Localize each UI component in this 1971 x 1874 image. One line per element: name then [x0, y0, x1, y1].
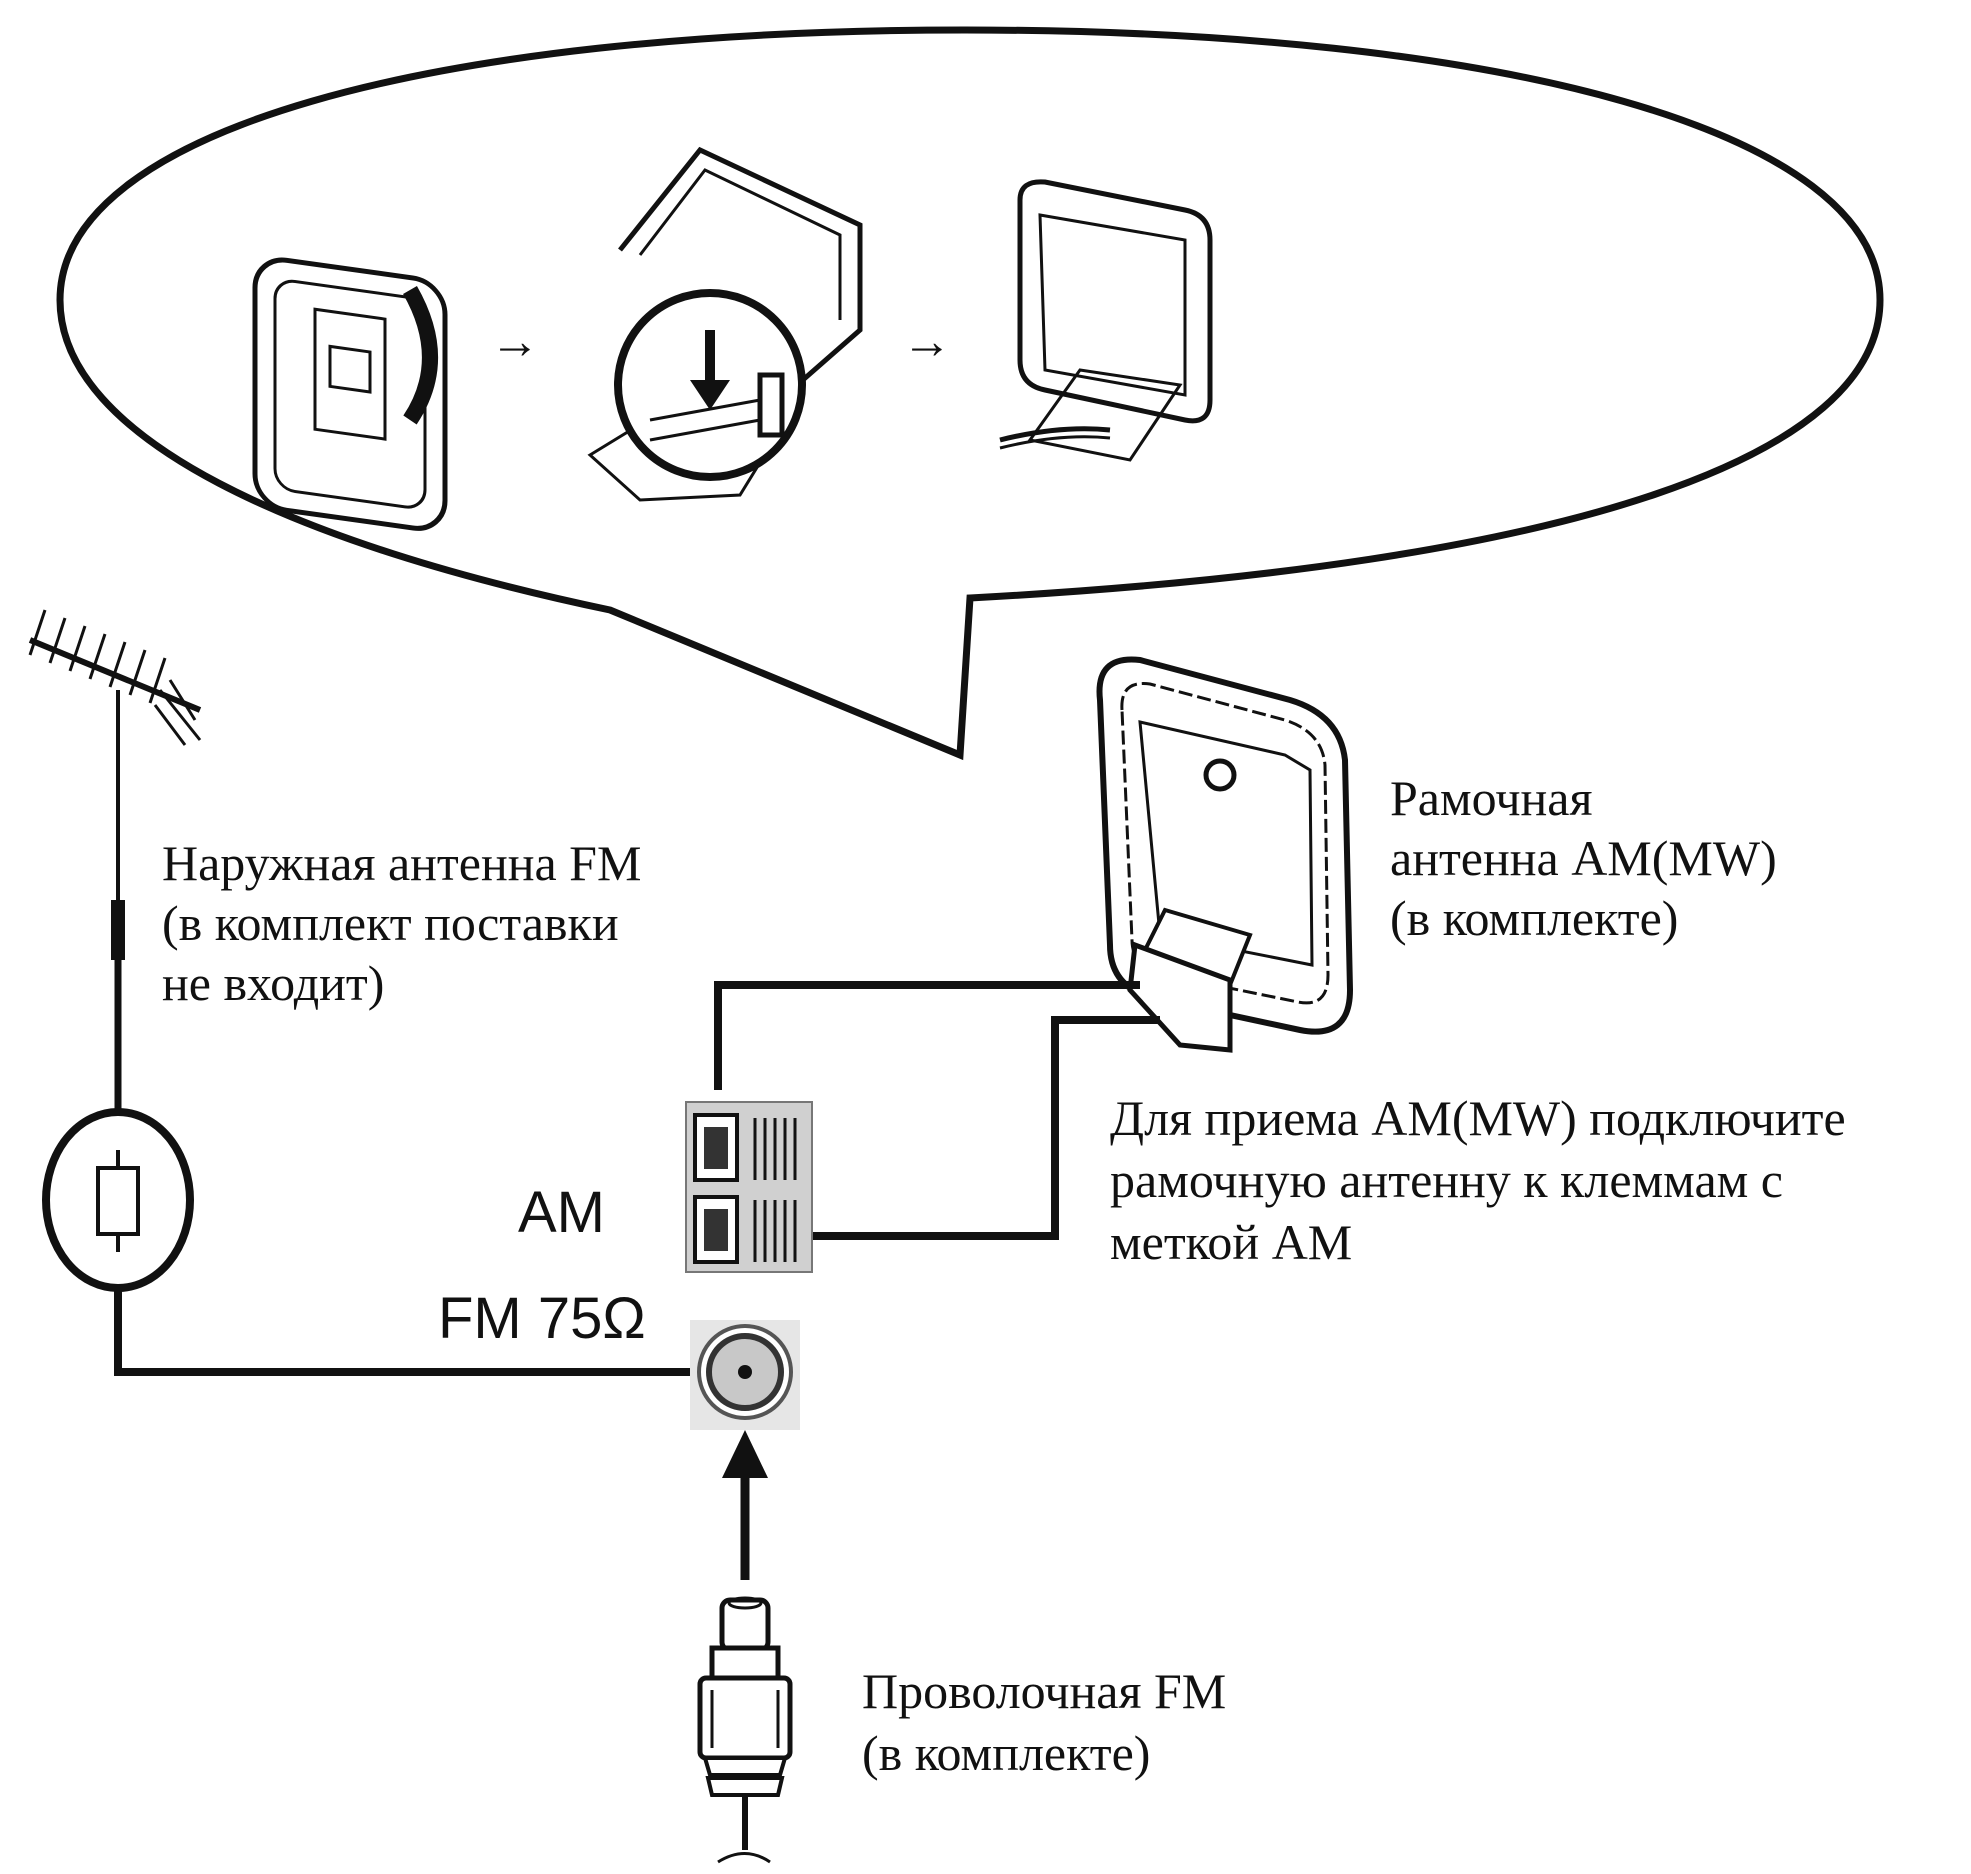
am-terminal-block	[685, 1101, 813, 1273]
am-instruction-line3: меткой AM	[1110, 1214, 1352, 1270]
outdoor-fm-label-line2: (в комплект поставки	[162, 895, 619, 951]
loop-am-label-line3: (в комплекте)	[1390, 890, 1678, 946]
outdoor-fm-label-line3: не входит)	[162, 955, 384, 1011]
outdoor-fm-antenna-icon	[28, 609, 202, 1120]
arrow-up-icon	[722, 1430, 768, 1580]
step-arrow-1: →	[490, 313, 540, 369]
am-instruction-line1: Для приема AM(MW) подключите	[1110, 1090, 1846, 1146]
am-instruction-label: Для приема AM(MW) подключите рамочную ан…	[1110, 1090, 1846, 1270]
loop-am-label-line1: Рамочная	[1390, 770, 1592, 826]
wire-fm-label: Проволочная FM (в комплекте)	[862, 1663, 1226, 1781]
fm-wire-plug-icon	[697, 1596, 793, 1864]
loop-antenna-folded-icon	[252, 257, 448, 531]
fm-75-ohm-jack	[690, 1320, 800, 1430]
loop-antenna-opening-icon	[587, 146, 863, 502]
loop-am-label-line2: антенна AM(MW)	[1390, 830, 1777, 886]
wire-fm-label-line2: (в комплекте)	[862, 1725, 1150, 1781]
am-loop-antenna-icon	[1096, 656, 1354, 1053]
fm-terminal-label: FM 75Ω	[438, 1286, 646, 1351]
fm-outdoor-cable	[114, 1288, 745, 1376]
assembly-callout-bubble	[56, 26, 1884, 761]
loop-am-label: Рамочная антенна AM(MW) (в комплекте)	[1390, 770, 1777, 946]
wire-fm-label-line1: Проволочная FM	[862, 1663, 1226, 1719]
outdoor-fm-label: Наружная антенна FM (в комплект поставки…	[162, 835, 641, 1011]
loop-antenna-assembled-icon	[999, 179, 1213, 462]
am-wire-bottom	[720, 1016, 1160, 1240]
balun-adapter-icon	[42, 1108, 194, 1292]
step-arrow-2: →	[902, 313, 952, 369]
am-terminal-label: AM	[518, 1180, 605, 1245]
am-wire-top	[714, 981, 1140, 1090]
am-instruction-line2: рамочную антенну к клеммам с	[1110, 1152, 1783, 1208]
outdoor-fm-label-line1: Наружная антенна FM	[162, 835, 641, 891]
